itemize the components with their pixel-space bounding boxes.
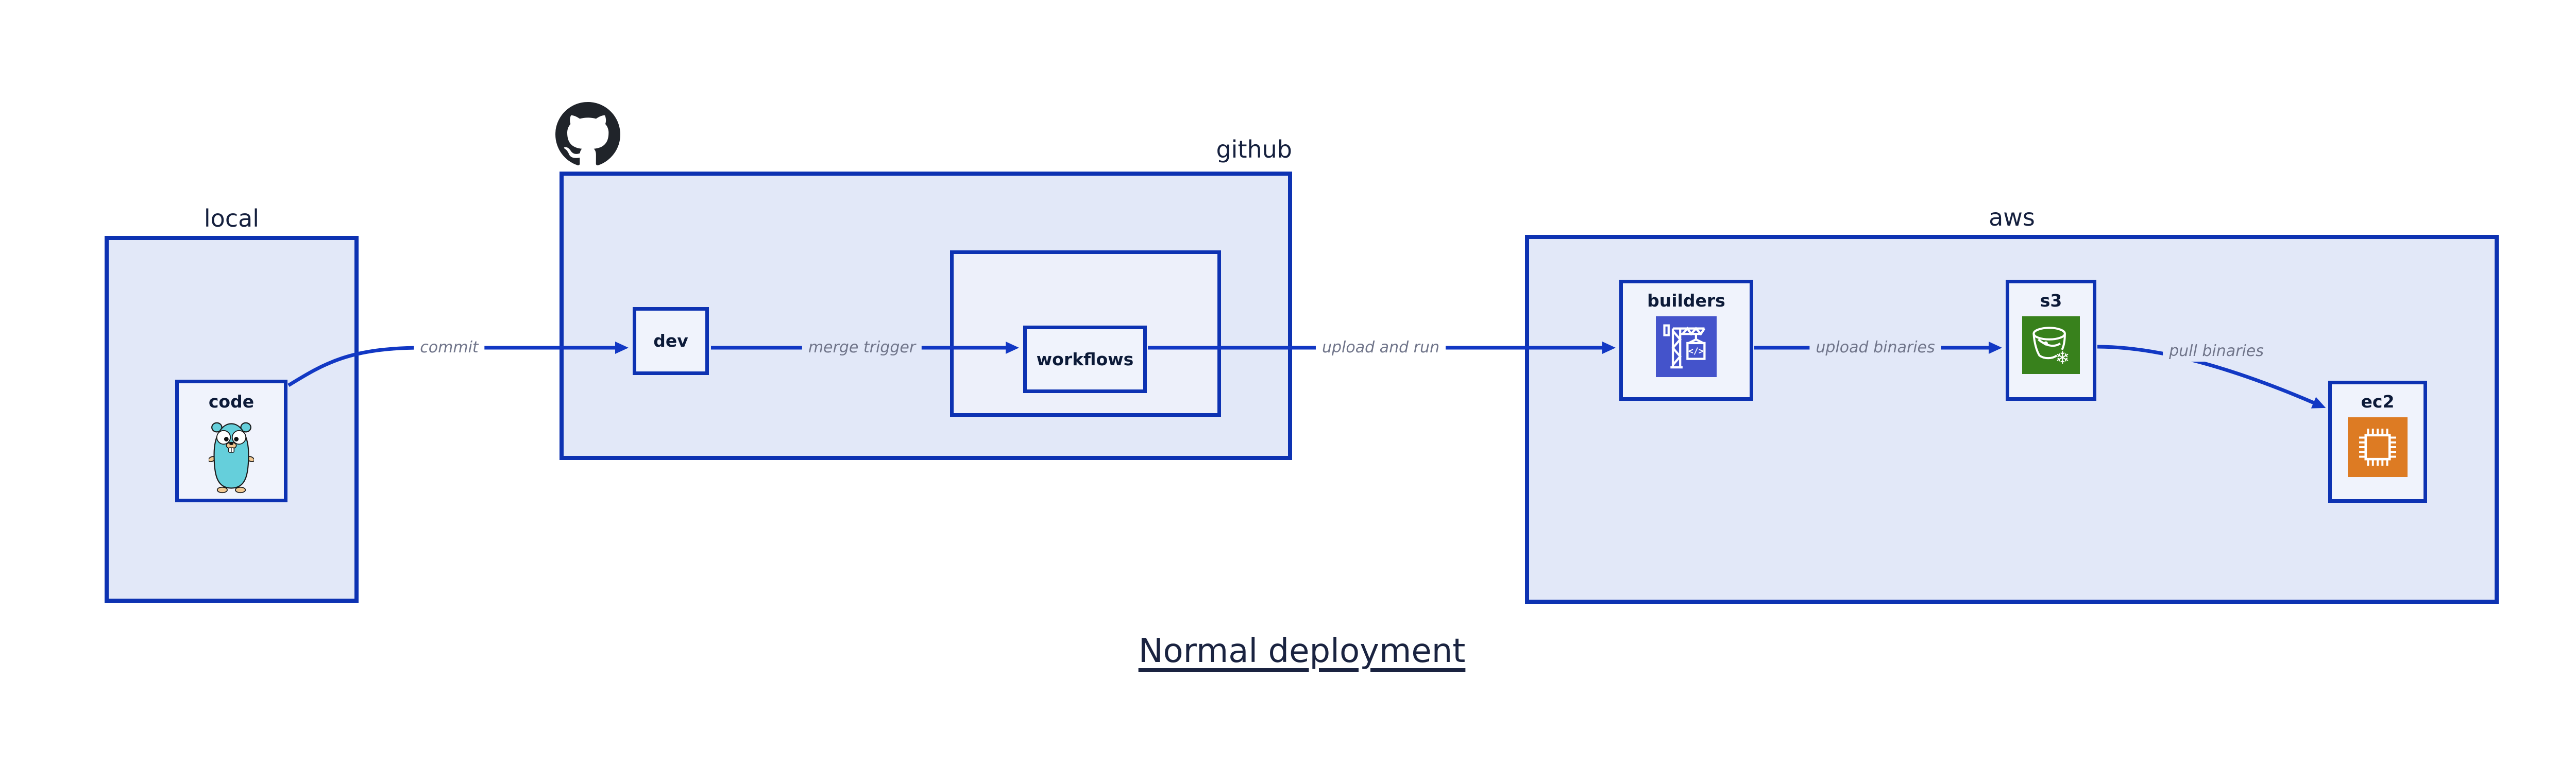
upload-and-run-edge-label: upload and run [1315, 337, 1446, 358]
node-dev-label: dev [653, 331, 688, 351]
s3-snowflake-glyph: ❄ [2055, 348, 2070, 368]
github-octocat-icon [555, 102, 620, 165]
upload-binaries-edge-label: upload binaries [1809, 337, 1941, 358]
node-s3-label: s3 [2040, 291, 2062, 311]
node-s3: s3 ❄ [2006, 280, 2096, 401]
commit-edge-label: commit [414, 337, 485, 358]
node-workflows-label: workflows [1036, 349, 1134, 369]
pull-binaries-edge-label: pull binaries [2163, 341, 2270, 362]
node-code-label: code [208, 392, 255, 412]
local-container-label: local [204, 205, 260, 232]
aws-container-label: aws [1989, 203, 2035, 231]
codebuild-code-glyph: </> [1688, 346, 1704, 356]
merge-trigger-edge-label: merge trigger [802, 337, 922, 358]
node-builders-label: builders [1647, 291, 1725, 311]
node-ec2: ec2 [2328, 381, 2427, 503]
aws-s3-glacier-bucket-icon: ❄ [2022, 316, 2080, 374]
node-code: code [175, 380, 287, 502]
github-container-label: github [1216, 135, 1292, 163]
node-builders: builders </> [1619, 280, 1753, 401]
diagram-title: Normal deployment [1138, 632, 1466, 670]
node-ec2-label: ec2 [2361, 392, 2395, 412]
aws-ec2-chip-icon [2348, 417, 2408, 477]
go-gopher-icon [209, 422, 254, 494]
node-dev: dev [633, 307, 709, 375]
node-workflows: workflows [1023, 326, 1147, 393]
aws-codebuild-icon: </> [1656, 316, 1717, 377]
